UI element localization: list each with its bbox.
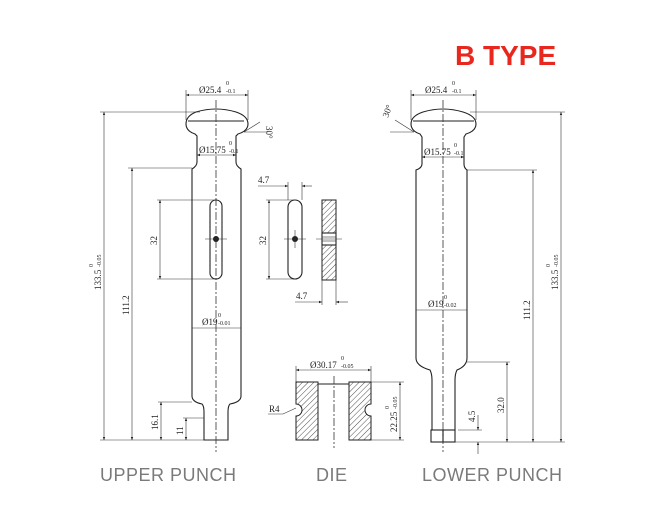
svg-text:Ø25.4: Ø25.4 — [199, 85, 222, 95]
die-outer-dia: Ø30.17 — [310, 360, 337, 370]
svg-text:0: 0 — [452, 81, 455, 87]
svg-text:0: 0 — [444, 295, 447, 301]
upper-body-length: 111.2 — [121, 295, 131, 315]
svg-text:-0.05: -0.05 — [393, 397, 399, 410]
svg-text:0: 0 — [226, 81, 229, 87]
upper-shaft-dia: Ø19 — [202, 317, 218, 327]
svg-text:-0.1: -0.1 — [229, 149, 239, 155]
lower-body-length: 111.2 — [522, 300, 532, 320]
upper-head-dia: Ø25.4 — [199, 85, 222, 95]
svg-text:0: 0 — [229, 141, 232, 147]
lower-total-length: 133.5 — [550, 269, 560, 290]
svg-text:-0.1: -0.1 — [452, 89, 462, 95]
upper-punch-outline — [185, 108, 249, 441]
lower-punch: Ø25.4 0 -0.1 Ø15.75 0 -0.1 Ø19 0 -0.02 3… — [380, 81, 565, 454]
upper-punch-label: UPPER PUNCH — [100, 465, 237, 485]
svg-text:0: 0 — [385, 406, 391, 409]
upper-angle: 30° — [264, 126, 274, 139]
upper-slot-length: 32 — [149, 236, 159, 245]
svg-text:-0.05: -0.05 — [97, 255, 103, 268]
svg-text:-0.01: -0.01 — [218, 321, 231, 327]
svg-text:0: 0 — [454, 143, 457, 149]
svg-text:-0.1: -0.1 — [454, 151, 464, 157]
key-width-bottom: 4.7 — [296, 291, 308, 301]
lower-punch-label: LOWER PUNCH — [422, 465, 563, 485]
lower-punch-outline — [410, 108, 477, 431]
svg-text:0: 0 — [89, 264, 95, 267]
key: 4.7 32 4.7 — [258, 175, 348, 305]
lower-angle: 30° — [380, 103, 394, 119]
svg-text:-0.02: -0.02 — [444, 303, 457, 309]
lower-neck-dia: Ø15.75 — [424, 147, 451, 157]
type-title: B TYPE — [455, 40, 557, 71]
svg-text:0: 0 — [341, 356, 344, 362]
upper-tip-length: 16.1 — [150, 414, 160, 430]
upper-tip-short: 11 — [175, 426, 185, 435]
svg-text:-0.05: -0.05 — [341, 364, 354, 370]
svg-text:0: 0 — [546, 264, 552, 267]
lower-shaft-dia: Ø19 — [428, 299, 444, 309]
key-width-top: 4.7 — [258, 175, 270, 185]
upper-neck-dia: Ø15.75 — [199, 145, 226, 155]
svg-text:0: 0 — [218, 313, 221, 319]
lower-head-dia: Ø25.4 — [425, 85, 448, 95]
lower-cap-length: 4.5 — [467, 410, 477, 422]
svg-text:-0.1: -0.1 — [226, 89, 236, 95]
upper-total-length: 133.5 — [93, 269, 103, 290]
lower-tip-length: 32.0 — [496, 397, 506, 413]
upper-punch: Ø25.4 0 -0.1 Ø15.75 0 -0.1 Ø19 0 -0.01 3… — [89, 81, 274, 452]
svg-text:-0.05: -0.05 — [554, 255, 560, 268]
die-radius: R4 — [269, 404, 280, 414]
key-length: 32 — [258, 236, 268, 245]
die-label: DIE — [316, 465, 348, 485]
die: Ø30.17 0 -0.05 22.25 0 -0.05 R4 — [268, 356, 404, 448]
die-height: 22.25 — [389, 411, 399, 432]
